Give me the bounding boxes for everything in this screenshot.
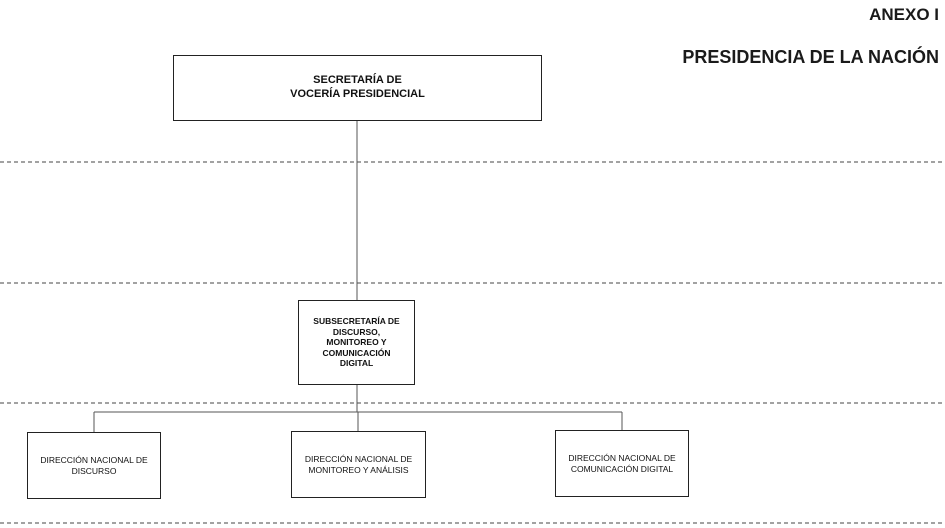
subsecretaria-line-2: DISCURSO,: [332, 326, 381, 337]
direccion-comunicacion-box: DIRECCIÓN NACIONAL DE COMUNICACIÓN DIGIT…: [555, 430, 689, 497]
direccion-monitoreo-box: DIRECCIÓN NACIONAL DE MONITOREO Y ANÁLIS…: [291, 431, 426, 498]
subsecretaria-box: SUBSECRETARÍA DE DISCURSO, MONITOREO Y C…: [298, 300, 415, 385]
direccion-discurso-line-1: DIRECCIÓN NACIONAL DE: [40, 454, 148, 465]
direccion-monitoreo-line-2: MONITOREO Y ANÁLISIS: [308, 464, 409, 475]
subsecretaria-line-5: DIGITAL: [339, 358, 374, 369]
direccion-comunicacion-line-2: COMUNICACIÓN DIGITAL: [570, 463, 674, 474]
subsecretaria-line-4: COMUNICACIÓN: [322, 347, 391, 358]
direccion-monitoreo-line-1: DIRECCIÓN NACIONAL DE: [304, 453, 413, 464]
direccion-discurso-line-2: DISCURSO: [71, 465, 117, 476]
secretaria-box: SECRETARÍA DE VOCERÍA PRESIDENCIAL: [173, 55, 542, 121]
organization-title: PRESIDENCIA DE LA NACIÓN: [682, 47, 939, 67]
direccion-discurso-box: DIRECCIÓN NACIONAL DE DISCURSO: [27, 432, 161, 499]
secretaria-line-1: SECRETARÍA DE: [313, 74, 402, 87]
annex-title: ANEXO I: [869, 5, 939, 24]
subsecretaria-line-3: MONITOREO Y: [326, 337, 387, 348]
secretaria-line-2: VOCERÍA PRESIDENCIAL: [290, 88, 425, 100]
subsecretaria-line-1: SUBSECRETARÍA DE: [313, 315, 400, 326]
direccion-comunicacion-line-1: DIRECCIÓN NACIONAL DE: [568, 452, 676, 463]
